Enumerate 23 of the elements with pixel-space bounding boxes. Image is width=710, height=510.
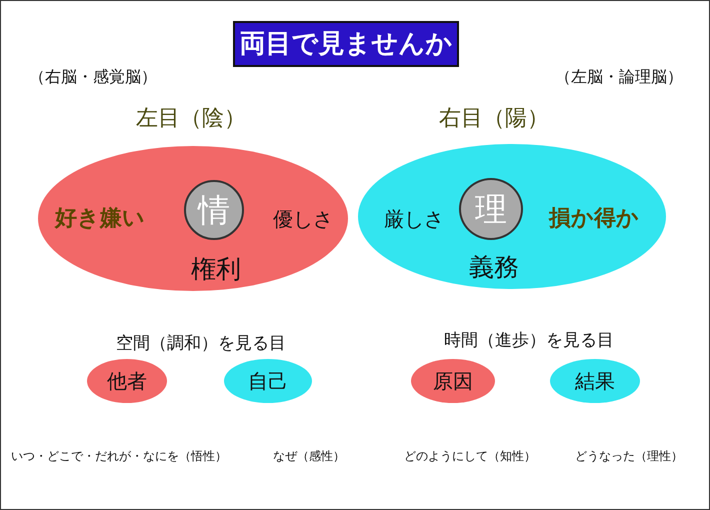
note-text: どのようにして（知性） [404, 450, 536, 462]
trait-label: 義務 [469, 254, 519, 280]
eye-heading: 左目（陰） [136, 108, 246, 130]
core-label: 理 [475, 193, 507, 225]
trait-label: 好き嫌い [55, 208, 145, 230]
trait-label: 損か得か [549, 208, 639, 230]
trait-label: 優しさ [273, 209, 333, 229]
note-text: いつ・どこで・だれが・なにを（悟性） [11, 450, 227, 462]
eye-heading: 右目（陽） [439, 108, 549, 130]
section-heading: 空間（調和）を見る目 [116, 336, 286, 352]
note-text: どうなった（理性） [575, 450, 683, 462]
note-text: なぜ（感性） [273, 450, 345, 462]
core-label: 情 [198, 194, 230, 226]
topic-label: 自己 [248, 371, 288, 391]
trait-label: 厳しさ [384, 209, 444, 229]
brain-label: （右脳・感覚脳） [29, 69, 157, 85]
brain-label: （左脳・論理脳） [555, 69, 683, 85]
trait-label: 権利 [191, 256, 241, 282]
title-banner: 両目で見ませんか [233, 21, 459, 67]
topic-label: 他者 [107, 371, 147, 391]
topic-label: 原因 [433, 371, 473, 391]
section-heading: 時間（進歩）を見る目 [444, 332, 614, 350]
topic-label: 結果 [575, 371, 615, 391]
